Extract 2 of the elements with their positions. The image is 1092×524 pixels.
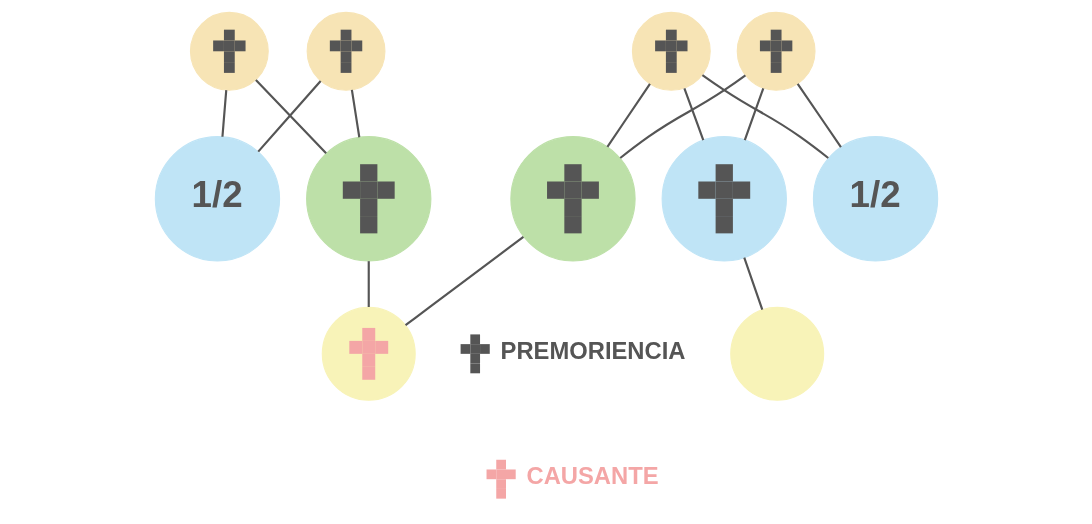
legend-label: PREMORIENCIA [500,336,685,364]
legend-label: CAUSANTE [526,462,659,490]
